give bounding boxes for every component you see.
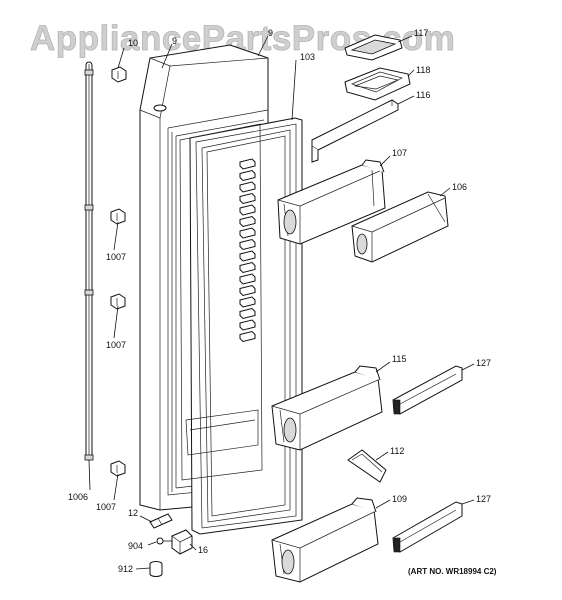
dairy-cover-118: [344, 67, 411, 101]
label-part-115: 115: [392, 354, 406, 364]
door-bin-115: [271, 365, 383, 451]
label-part-112: 112: [390, 446, 404, 456]
hinge-bracket-12: [149, 513, 173, 529]
door-bin-109: [271, 497, 379, 583]
label-part-117: 117: [414, 28, 428, 38]
label-part-top-stop: 10: [128, 38, 138, 48]
liner-rib: [239, 273, 256, 285]
liner-rib: [239, 319, 256, 331]
liner-rib: [239, 192, 256, 205]
label-part-16: 16: [198, 545, 208, 555]
hinge-rod-1006: [84, 61, 94, 461]
liner-rib: [239, 227, 256, 239]
liner-rib: [239, 250, 256, 262]
label-part-107: 107: [392, 148, 407, 158]
liner-rib: [239, 284, 256, 297]
liner-rib: [239, 296, 256, 308]
shelf-front-127-a: [392, 365, 463, 415]
label-part-116: 116: [416, 90, 430, 100]
liner-rib: [239, 307, 256, 320]
label-part-127-b: 127: [476, 494, 491, 504]
door-bin-106: [351, 191, 449, 263]
liner-rib: [239, 238, 256, 251]
label-part-106: 106: [452, 182, 467, 192]
label-part-127-a: 127: [476, 358, 491, 368]
liner-rib: [239, 158, 256, 170]
door-rail-116: [311, 99, 399, 163]
door-stop-1007-c: [110, 460, 126, 477]
liner-rib: [239, 169, 256, 182]
door-stop-1007-a: [110, 208, 126, 225]
door-stop-1007-b: [110, 293, 126, 310]
label-part-9-b: 9: [268, 28, 273, 38]
liner-rib: [239, 261, 256, 274]
label-part-912: 912: [118, 564, 133, 574]
bushing-912: [149, 561, 163, 577]
label-part-1007-a: 1007: [106, 252, 126, 262]
screw-904: [156, 537, 172, 545]
label-part-904: 904: [128, 541, 143, 551]
door-bin-107: [277, 159, 386, 245]
label-part-103: 103: [300, 52, 315, 62]
label-part-109: 109: [392, 494, 407, 504]
label-part-1007-b: 1007: [106, 340, 126, 350]
leader-lines: [88, 35, 475, 570]
liner-rib: [239, 330, 256, 343]
shelf-clip-112: [347, 449, 387, 483]
label-part-12: 12: [128, 508, 138, 518]
door-stop-top: [111, 66, 127, 83]
label-part-118: 118: [416, 65, 430, 75]
part-labels: 10 9 9 103 117 118 116 107 106 1007 1007…: [68, 28, 491, 574]
label-part-9-a: 9: [172, 36, 177, 46]
liner-rib: [239, 181, 256, 193]
label-part-1006: 1006: [68, 492, 88, 502]
label-part-1007-c: 1007: [96, 502, 116, 512]
art-number: (ART NO. WR18994 C2): [408, 567, 497, 576]
door-liner-ribs: [179, 123, 263, 481]
liner-rib: [239, 204, 256, 216]
liner-rib: [239, 215, 256, 228]
shelf-front-127-b: [392, 501, 463, 553]
trim-cap-117: [344, 34, 403, 61]
hinge-cam-16: [171, 529, 193, 555]
